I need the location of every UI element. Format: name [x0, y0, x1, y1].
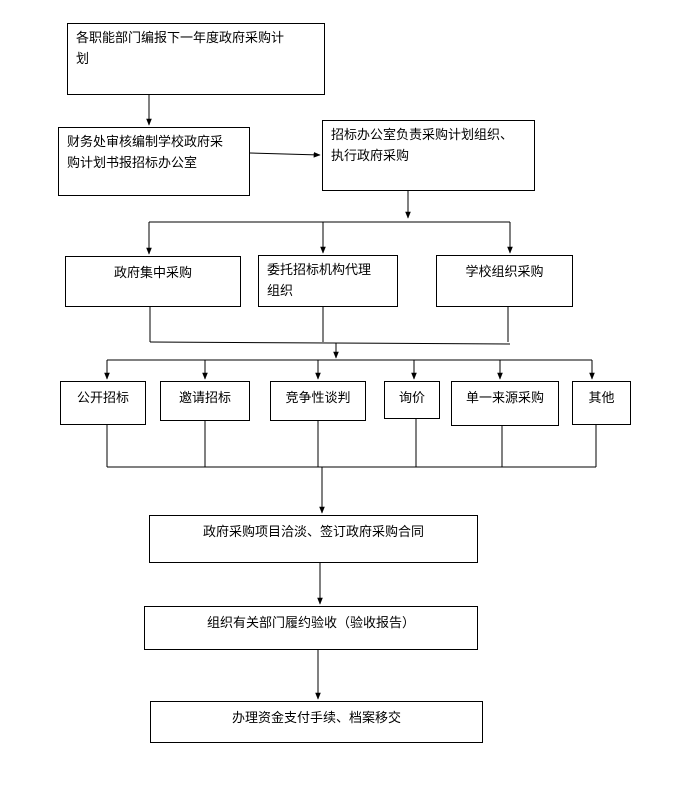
step3-line2: 执行政府采购 [331, 149, 410, 164]
step1-line1: 各职能部门编报下一年度政府采购计 [76, 31, 285, 46]
connector-merge-horizontal [149, 341, 511, 345]
org-school-procurement: 学校组织采购 [436, 255, 573, 307]
step-payment-label: 办理资金支付手续、档案移交 [231, 711, 401, 726]
org-agency-procurement: 委托招标机构代理 组织 [258, 255, 398, 307]
method-single-source: 单一来源采购 [451, 381, 559, 426]
org-central-label: 政府集中采购 [113, 266, 192, 281]
method-competitive-negotiation: 竞争性谈判 [270, 381, 366, 421]
step2-line2: 购计划书报招标办公室 [67, 156, 198, 171]
step-acceptance-inspection: 组织有关部门履约验收（验收报告） [144, 606, 478, 650]
step-payment-archive: 办理资金支付手续、档案移交 [150, 701, 483, 743]
step-departments-submit-plan: 各职能部门编报下一年度政府采购计 划 [67, 23, 325, 95]
org-central-procurement: 政府集中采购 [65, 256, 241, 307]
step-acceptance-label: 组织有关部门履约验收（验收报告） [206, 616, 415, 631]
method-label: 公开招标 [76, 391, 129, 406]
method-label: 单一来源采购 [465, 391, 544, 406]
arrow-step2-to-step3 [249, 152, 321, 158]
method-label: 邀请招标 [178, 391, 231, 406]
method-open-tender: 公开招标 [60, 381, 146, 425]
step-contract-label: 政府采购项目洽淡、签订政府采购合同 [202, 525, 424, 540]
org-school-label: 学校组织采购 [465, 265, 544, 280]
step-contract-signing: 政府采购项目洽淡、签订政府采购合同 [149, 515, 478, 563]
method-other: 其他 [572, 381, 631, 425]
method-inquiry: 询价 [384, 381, 440, 419]
step1-line2: 划 [76, 52, 90, 67]
method-label: 其他 [588, 391, 615, 406]
step3-line1: 招标办公室负责采购计划组织、 [331, 128, 514, 143]
method-invited-tender: 邀请招标 [160, 381, 250, 421]
method-label: 询价 [398, 391, 425, 406]
method-label: 竞争性谈判 [285, 391, 351, 406]
org-agency-line1: 委托招标机构代理 [267, 263, 372, 278]
step2-line1: 财务处审核编制学校政府采 [67, 135, 224, 150]
step-finance-review-plan: 财务处审核编制学校政府采 购计划书报招标办公室 [58, 127, 250, 196]
org-agency-line2: 组织 [267, 284, 294, 299]
step-tender-office-execute: 招标办公室负责采购计划组织、 执行政府采购 [322, 120, 535, 191]
